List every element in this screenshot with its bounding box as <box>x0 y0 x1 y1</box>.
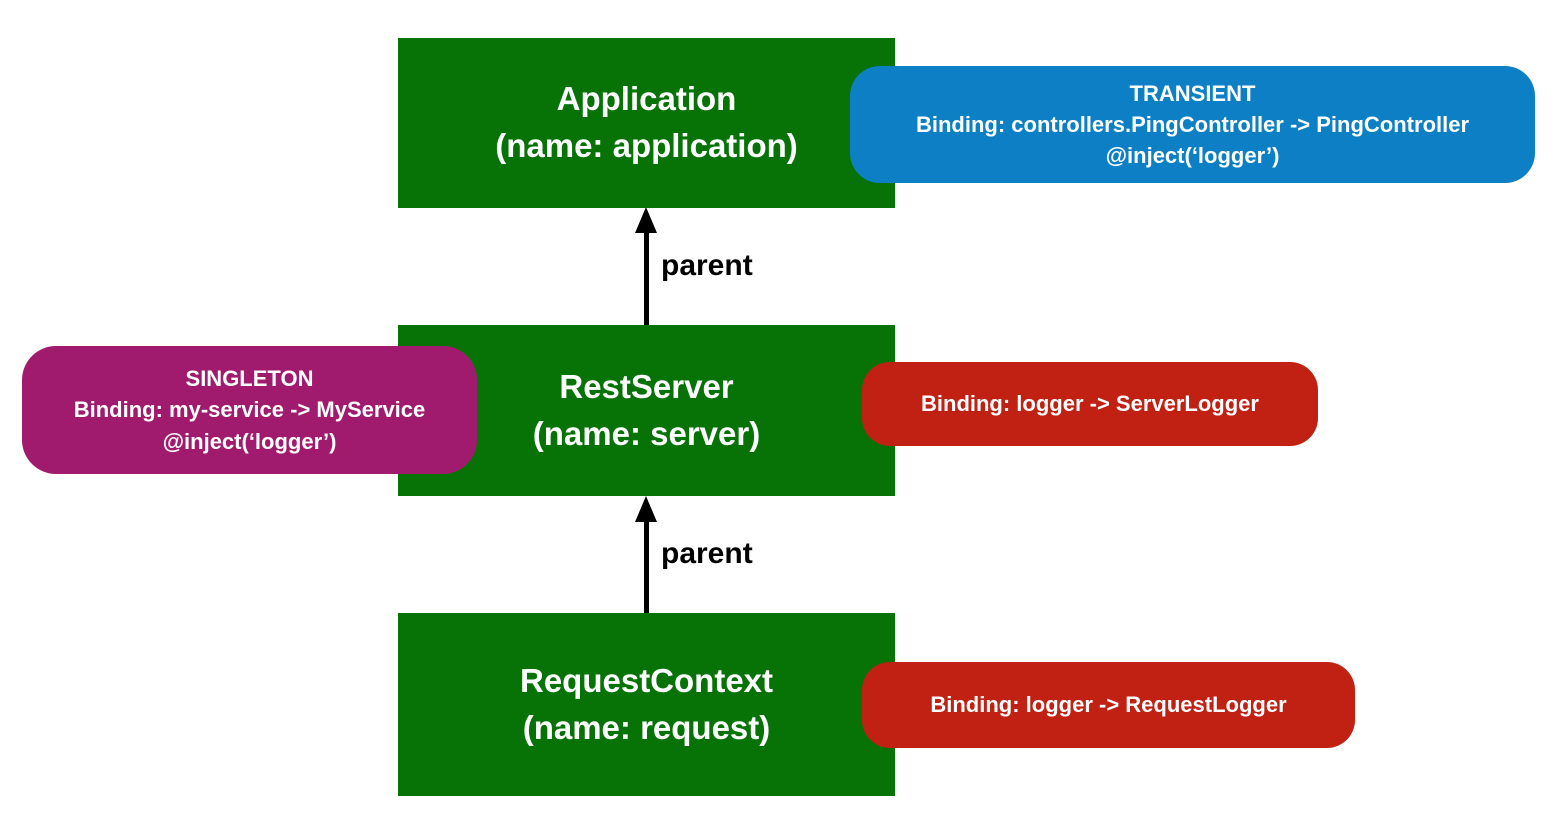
arrow-up-icon <box>635 207 657 233</box>
badge-scope: TRANSIENT <box>1129 80 1256 106</box>
badge-scope: SINGLETON <box>185 366 314 392</box>
context-node-server: RestServer (name: server) <box>398 325 895 496</box>
badge-request-logger-binding: Binding: logger -> RequestLogger <box>862 662 1355 748</box>
edge-label-parent-upper: parent <box>661 249 753 282</box>
badge-binding: Binding: logger -> ServerLogger <box>921 391 1259 417</box>
context-title: RequestContext <box>519 661 774 699</box>
badge-binding: Binding: logger -> RequestLogger <box>930 692 1287 718</box>
badge-binding: Binding: controllers.PingController -> P… <box>915 111 1470 137</box>
arrow-shaft <box>644 517 649 613</box>
context-subtitle: (name: request) <box>522 708 771 746</box>
badge-singleton-binding: SINGLETON Binding: my-service -> MyServi… <box>22 346 477 474</box>
context-node-application: Application (name: application) <box>398 38 895 208</box>
badge-transient-binding: TRANSIENT Binding: controllers.PingContr… <box>850 66 1535 183</box>
context-title: RestServer <box>559 367 734 405</box>
arrow-up-icon <box>635 496 657 522</box>
context-title: Application <box>556 80 737 118</box>
context-subtitle: (name: application) <box>495 127 798 164</box>
edge-label-parent-lower: parent <box>661 537 753 570</box>
badge-binding: Binding: my-service -> MyService <box>73 397 426 423</box>
badge-server-logger-binding: Binding: logger -> ServerLogger <box>862 362 1318 446</box>
badge-inject: @inject(‘logger’) <box>1105 143 1280 169</box>
badge-inject: @inject(‘logger’) <box>162 428 337 454</box>
context-subtitle: (name: server) <box>532 414 761 452</box>
arrow-shaft <box>644 228 649 325</box>
context-node-request: RequestContext (name: request) <box>398 613 895 796</box>
